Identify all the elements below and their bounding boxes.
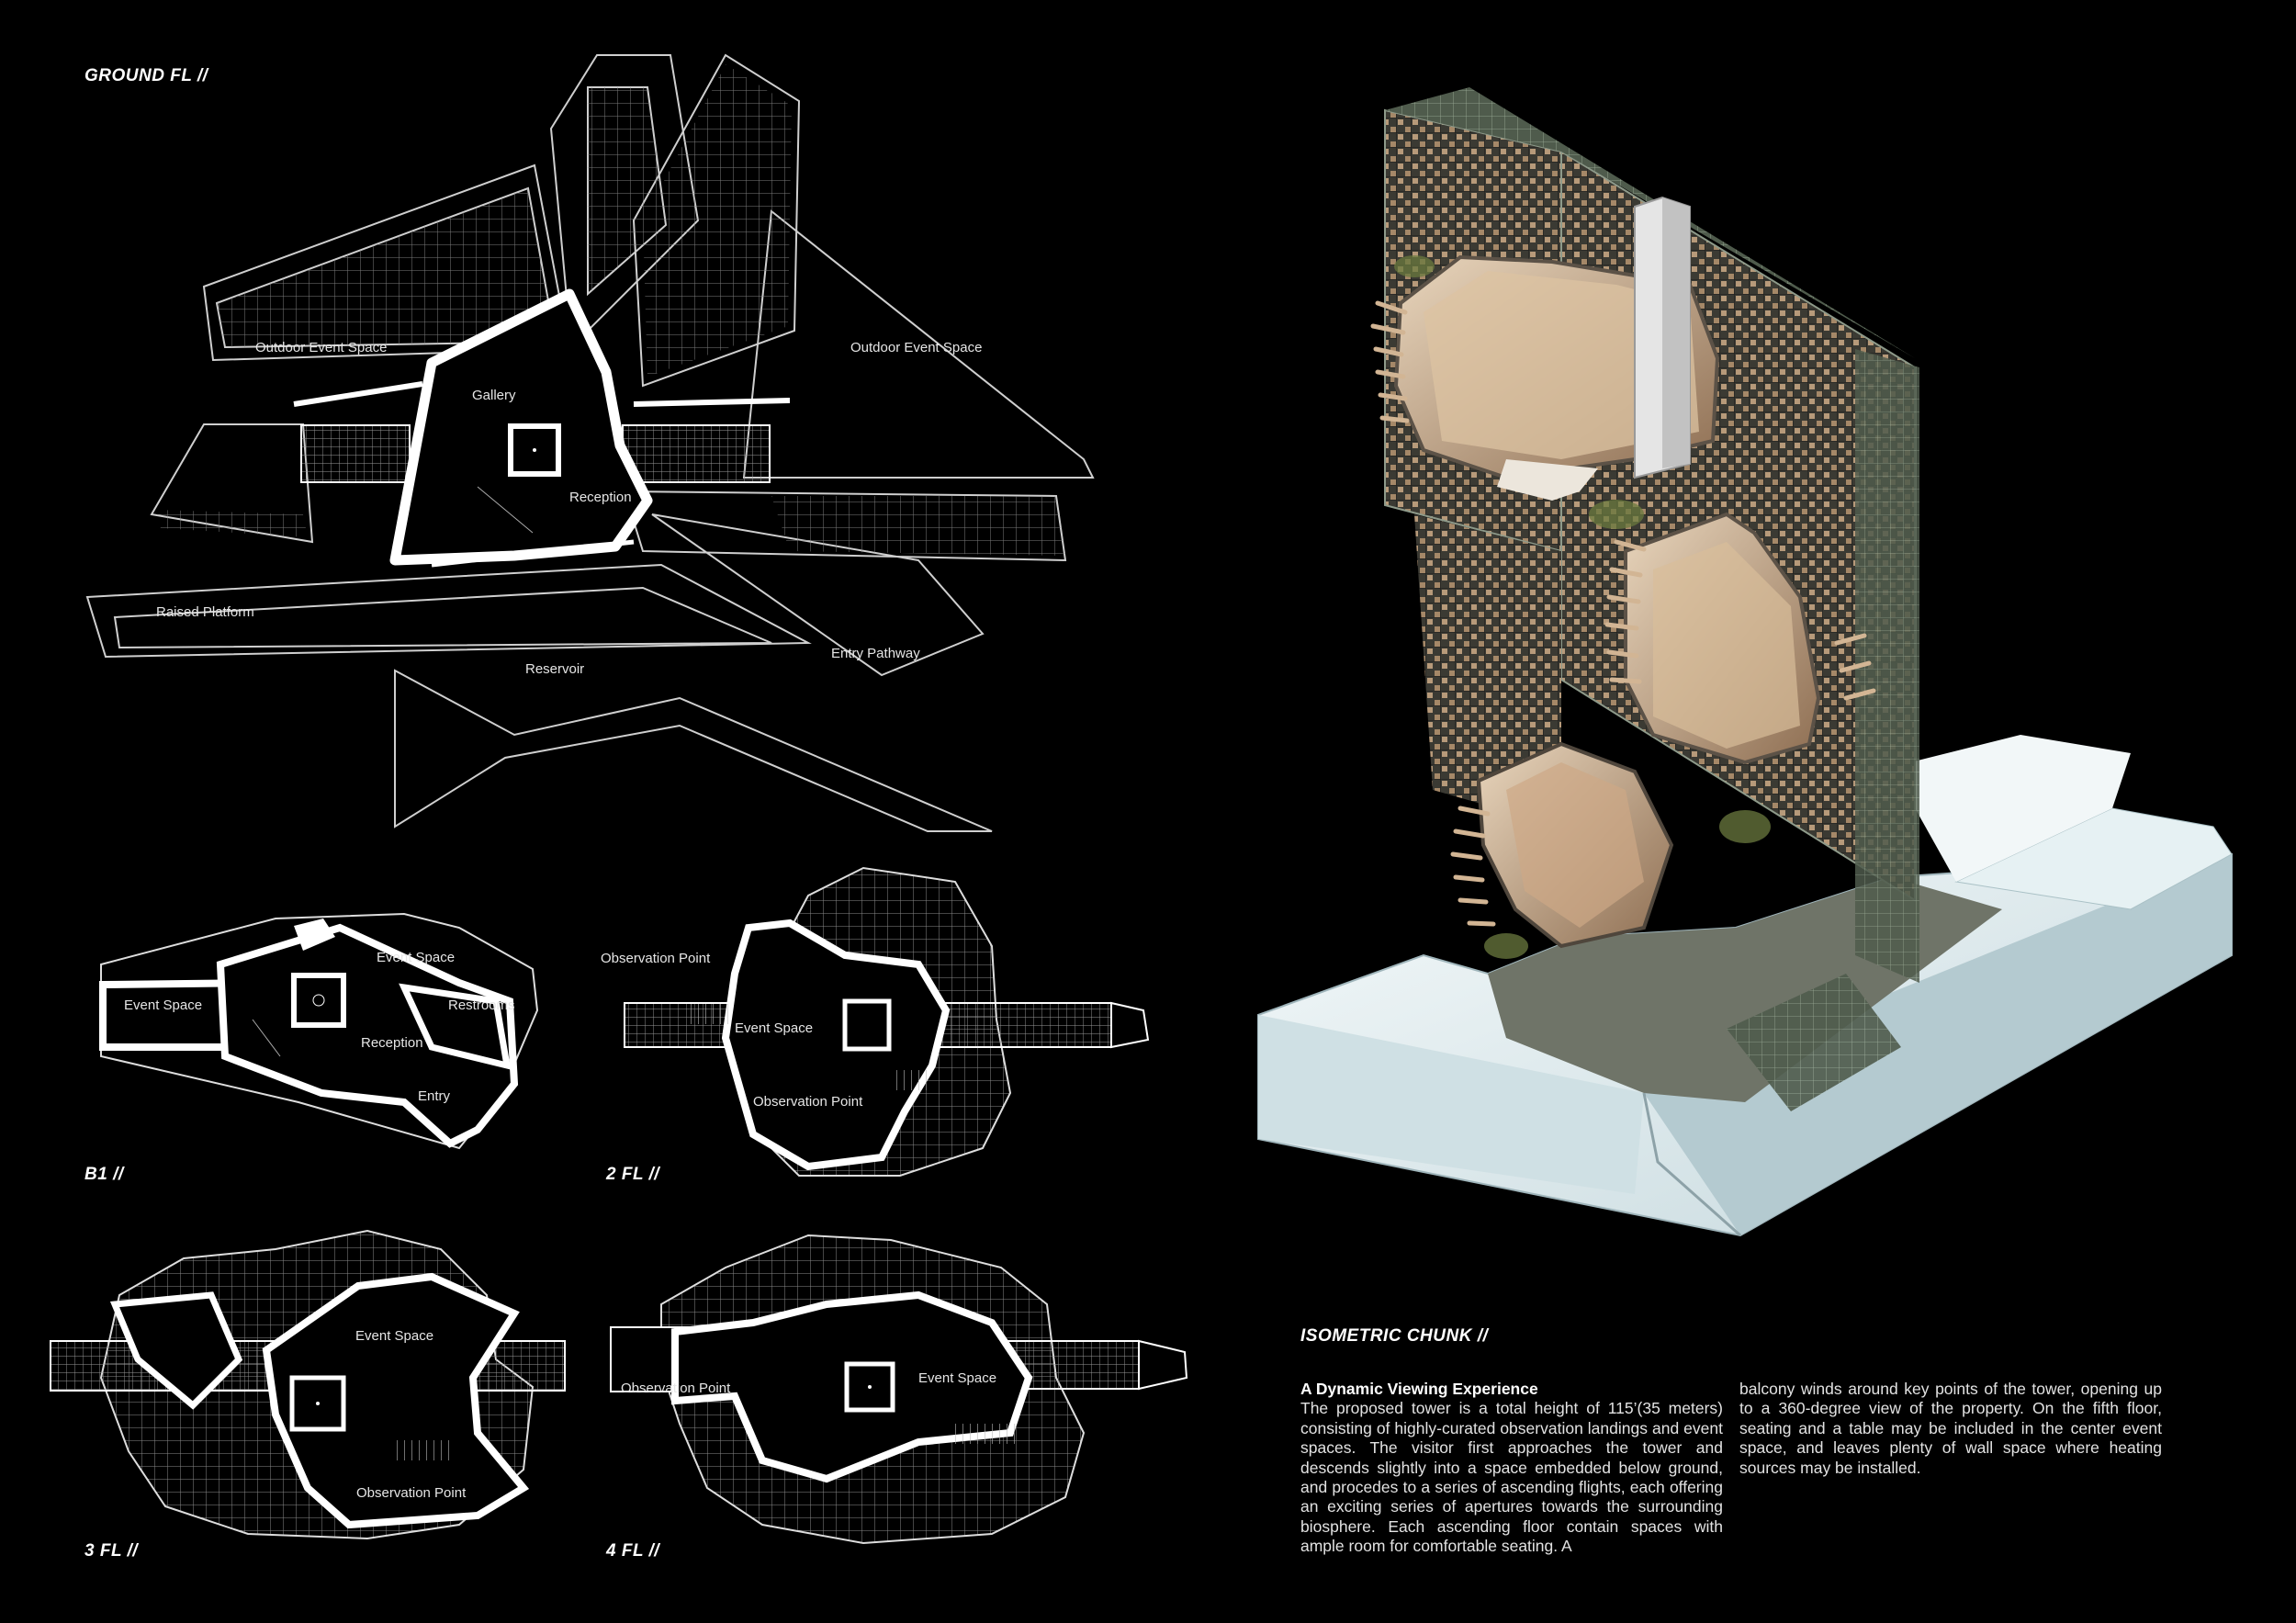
label-b1-event-space-top: Event Space [377, 950, 456, 965]
label-outdoor-event-space-right: Outdoor Event Space [850, 340, 983, 355]
label-fl4-observation: Observation Point [621, 1381, 731, 1396]
label-outdoor-event-space-left: Outdoor Event Space [255, 340, 388, 355]
label-reception: Reception [569, 490, 632, 505]
description-body-1: The proposed tower is a total height of … [1300, 1399, 1723, 1556]
label-b1-restrooms: Restrooms [448, 997, 515, 1013]
label-fl3-event-space: Event Space [355, 1328, 434, 1344]
label-b1-reception: Reception [361, 1035, 423, 1051]
isometric-model [1257, 87, 2233, 1237]
fl4-floor-plan [610, 1234, 1188, 1545]
fl2-heading: 2 FL // [606, 1165, 660, 1184]
label-fl2-observation-bottom: Observation Point [753, 1094, 863, 1110]
fl3-heading: 3 FL // [84, 1541, 139, 1561]
label-fl4-event-space: Event Space [918, 1370, 997, 1386]
b1-heading: B1 // [84, 1165, 124, 1184]
fl2-floor-plan [624, 866, 1150, 1177]
label-b1-entry: Entry [418, 1088, 451, 1104]
ground-floor-heading: GROUND FL // [84, 66, 208, 85]
label-entry-pathway: Entry Pathway [831, 646, 920, 661]
label-fl2-observation-top: Observation Point [601, 951, 711, 966]
label-b1-event-space-left: Event Space [124, 997, 203, 1013]
fl4-heading: 4 FL // [606, 1541, 660, 1561]
label-raised-platform: Raised Platform [156, 604, 254, 620]
description-title: A Dynamic Viewing Experience [1300, 1380, 1538, 1398]
label-fl2-event-space: Event Space [735, 1020, 814, 1036]
ground-floor-plan [85, 53, 1095, 832]
label-reservoir: Reservoir [525, 661, 585, 677]
label-fl3-observation: Observation Point [356, 1485, 467, 1501]
description-column-1: A Dynamic Viewing Experience The propose… [1300, 1380, 1723, 1557]
isometric-heading: ISOMETRIC CHUNK // [1300, 1326, 1489, 1346]
label-gallery: Gallery [472, 388, 516, 403]
description-column-2: balcony winds around key points of the t… [1739, 1380, 2162, 1478]
description-body-2: balcony winds around key points of the t… [1739, 1380, 2162, 1477]
b1-floor-plan [99, 912, 539, 1150]
fl3-floor-plan [50, 1229, 566, 1540]
